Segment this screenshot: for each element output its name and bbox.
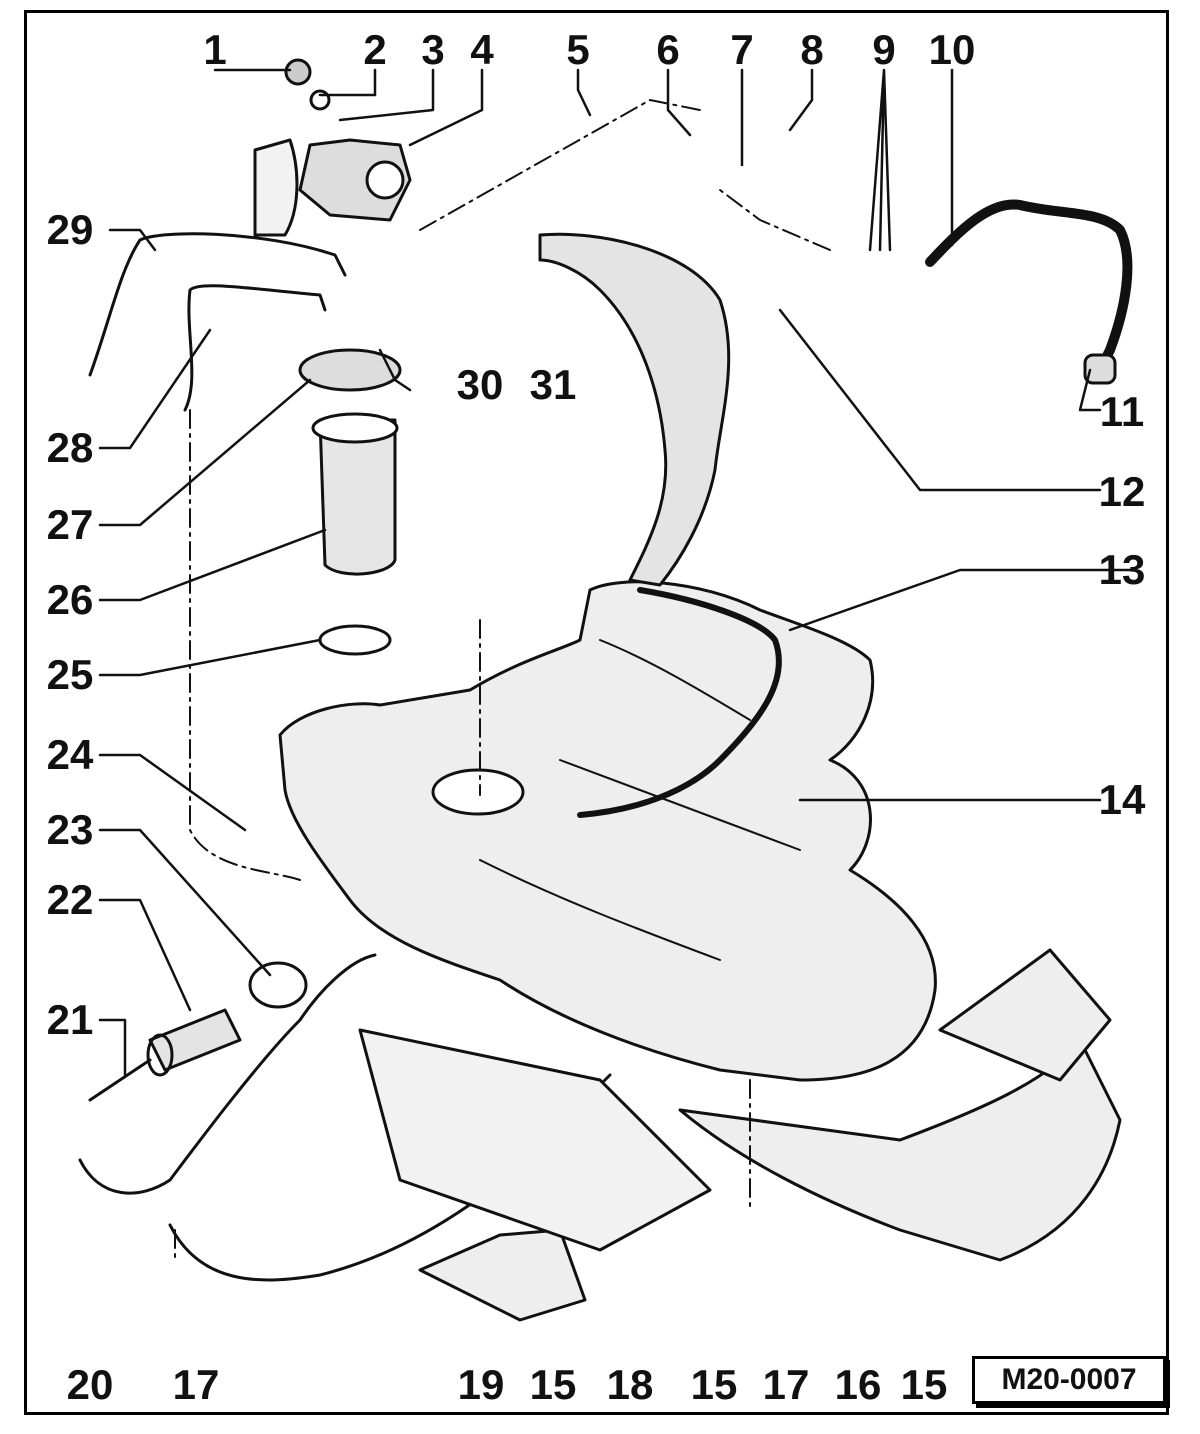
callout-31: 31 — [529, 361, 577, 408]
locking-ring — [298, 348, 402, 392]
callout-18: 18 — [606, 1361, 654, 1408]
shield-19 — [418, 1228, 587, 1322]
callout-10: 10 — [928, 26, 976, 73]
callout-30: 30 — [456, 361, 504, 408]
callout-5: 5 — [566, 26, 590, 73]
filter-bracket — [248, 961, 308, 1009]
callout-24: 24 — [46, 731, 94, 778]
tank-strap — [78, 953, 377, 1195]
figure-reference-code: M20-0007 — [972, 1356, 1166, 1404]
callout-1: 1 — [203, 26, 227, 73]
support-plate — [358, 1028, 712, 1252]
leader-lines — [98, 68, 1132, 1077]
callout-21: 21 — [46, 996, 94, 1043]
callout-23: 23 — [46, 806, 94, 853]
callout-6: 6 — [656, 26, 680, 73]
callout-15-b: 15 — [690, 1361, 738, 1408]
filler-inlet — [365, 160, 405, 200]
callout-19: 19 — [457, 1361, 505, 1408]
filler-flap — [253, 138, 299, 237]
callout-26: 26 — [46, 576, 94, 623]
callout-8: 8 — [800, 26, 824, 73]
return-line-28 — [183, 284, 327, 412]
callout-17-b: 17 — [762, 1361, 810, 1408]
pump-flange — [311, 412, 399, 444]
supply-line-29 — [88, 232, 347, 377]
diagram-frame — [24, 10, 1169, 1415]
callout-13: 13 — [1098, 546, 1146, 593]
callout-29: 29 — [46, 206, 94, 253]
callout-16: 16 — [834, 1361, 882, 1408]
filter-outlet — [88, 1058, 152, 1102]
callout-12: 12 — [1098, 468, 1146, 515]
callout-17-a: 17 — [172, 1361, 220, 1408]
seal-ring — [318, 624, 392, 656]
tank-pump-opening — [431, 768, 525, 816]
callout-20: 20 — [66, 1361, 114, 1408]
callout-15-c: 15 — [900, 1361, 948, 1408]
callout-27: 27 — [46, 501, 94, 548]
callout-25: 25 — [46, 651, 94, 698]
callout-11: 11 — [1099, 388, 1145, 435]
filler-neck-hose — [577, 587, 782, 818]
fuel-tank — [278, 580, 937, 1082]
tank-contours — [479, 639, 801, 961]
heat-shield-upper — [938, 948, 1112, 1082]
callout-7: 7 — [730, 26, 754, 73]
callout-4: 4 — [470, 26, 494, 73]
callout-15-a: 15 — [529, 1361, 577, 1408]
heat-shield-16 — [678, 1038, 1122, 1262]
callout-9: 9 — [872, 26, 896, 73]
fuel-filter — [148, 1008, 242, 1072]
cap-part-2 — [309, 89, 331, 111]
fuel-pump-body — [318, 418, 397, 576]
callout-22: 22 — [46, 876, 94, 923]
filler-housing — [298, 138, 412, 222]
breather-hose — [925, 199, 1133, 375]
filler-neck — [538, 232, 731, 587]
callout-3: 3 — [421, 26, 445, 73]
cap-part-1 — [284, 58, 312, 86]
callout-2: 2 — [363, 26, 387, 73]
assembly-lines — [174, 99, 831, 1261]
callout-14: 14 — [1098, 776, 1146, 823]
callout-28: 28 — [46, 424, 94, 471]
filter-end — [146, 1033, 174, 1077]
hose-end-11 — [1083, 353, 1117, 385]
